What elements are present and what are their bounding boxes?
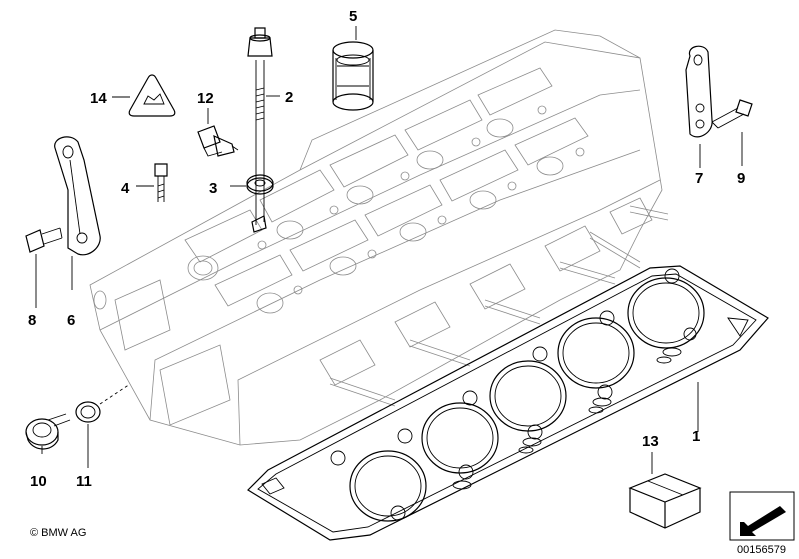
callout-1: 1 <box>692 428 700 445</box>
navigation-arrow-icon[interactable] <box>729 491 795 541</box>
cylinder-head-bolt <box>247 27 273 233</box>
hex-bolt <box>154 163 168 202</box>
lifting-eye-front <box>685 45 713 138</box>
exhaust-ports <box>319 197 653 386</box>
warning-label <box>128 74 176 117</box>
washer <box>246 174 274 195</box>
callouts: 1 2 3 4 5 6 7 8 9 10 11 12 13 14 <box>28 8 745 490</box>
gasket-holes <box>261 268 749 521</box>
front-bolt <box>711 99 753 129</box>
copyright-text: © BMW AG <box>30 527 86 539</box>
callout-5: 5 <box>349 8 357 25</box>
callout-13: 13 <box>642 433 659 450</box>
callout-10: 10 <box>30 473 47 490</box>
sealing-sleeve <box>332 41 374 111</box>
callout-2: 2 <box>285 89 293 106</box>
callout-9: 9 <box>737 170 745 187</box>
lifting-eye-bolt <box>25 227 63 253</box>
cylinder-bores <box>349 277 705 522</box>
cylinder-head <box>89 29 669 446</box>
callout-12: 12 <box>197 90 214 107</box>
temperature-sensor <box>197 125 239 157</box>
callout-14: 14 <box>90 90 107 107</box>
callout-3: 3 <box>209 180 217 197</box>
callout-11: 11 <box>76 473 92 490</box>
gasket-ring <box>75 383 131 423</box>
camshaft-bearing-caps <box>184 67 589 307</box>
exhaust-studs <box>329 205 669 407</box>
lifting-eye <box>54 136 101 256</box>
callout-6: 6 <box>67 312 75 329</box>
callout-7: 7 <box>695 170 703 187</box>
image-number: 00156579 <box>737 544 786 556</box>
callout-4: 4 <box>121 180 130 197</box>
head-gasket <box>247 265 769 541</box>
camshaft-bores <box>187 118 564 314</box>
callout-8: 8 <box>28 312 36 329</box>
repair-kit-box <box>628 473 702 529</box>
leader-lines <box>35 26 743 474</box>
screw-plug <box>25 413 71 450</box>
cap-bolts <box>257 105 585 295</box>
